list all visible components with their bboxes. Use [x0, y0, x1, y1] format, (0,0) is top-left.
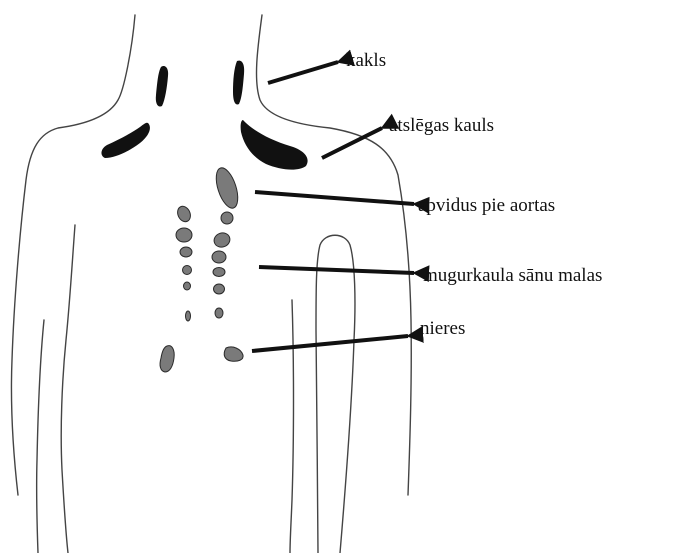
labels: kakls atslēgas kauls apvidus pie aortas …: [346, 50, 602, 339]
spine-mark: [214, 284, 225, 294]
spine-mark: [186, 311, 191, 321]
neck-mark-right: [233, 61, 244, 105]
spine-mark: [212, 231, 232, 250]
left-torso-line: [37, 320, 44, 553]
spine-mark: [183, 266, 192, 275]
arrow-aorta-area: [255, 192, 414, 204]
spine-mark: [213, 268, 225, 277]
kidney-mark-right: [224, 347, 243, 361]
label-collarbone: atslēgas kauls: [389, 115, 494, 136]
body-outline: [11, 15, 411, 553]
right-forearm-loop: [316, 235, 355, 553]
spine-mark: [184, 282, 191, 290]
label-neck: kakls: [346, 50, 386, 71]
grey-marks: [160, 165, 243, 372]
arrow-neck: [268, 62, 338, 83]
label-aorta-area: apvidus pie aortas: [418, 195, 555, 216]
spine-mark: [175, 204, 193, 224]
spine-mark: [180, 247, 192, 257]
spine-mark: [215, 308, 223, 318]
collarbone-mark-left: [101, 123, 149, 158]
arrow-kidneys: [252, 336, 408, 351]
arrows: [252, 62, 414, 351]
arrow-spine-edges: [259, 267, 414, 273]
spine-mark: [212, 251, 226, 263]
kidney-mark-left: [160, 346, 174, 372]
label-spine-edges: mugurkaula sānu malas: [423, 265, 602, 286]
label-kidneys: nieres: [420, 318, 465, 339]
aorta-area-mark: [212, 165, 242, 211]
neck-mark-left: [156, 66, 168, 107]
left-inner-arm-line: [61, 225, 75, 553]
right-torso-line: [290, 300, 294, 553]
spine-mark: [176, 228, 192, 242]
right-neck-shoulder-line: [256, 15, 411, 495]
collarbone-mark-right: [241, 120, 308, 170]
spine-mark: [221, 212, 233, 224]
